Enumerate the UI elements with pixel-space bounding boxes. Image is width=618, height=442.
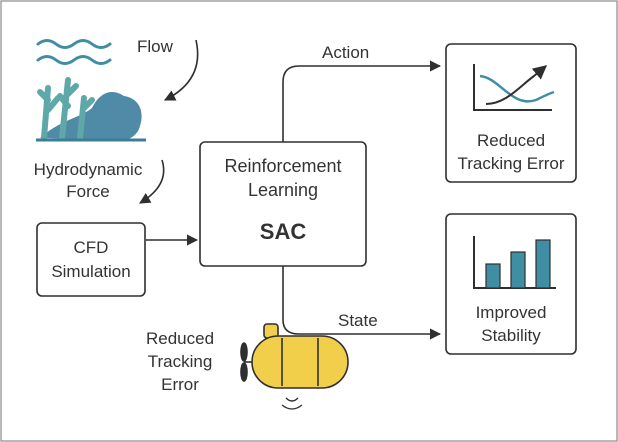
cfd-label-line2: Simulation xyxy=(51,262,130,281)
bar-chart-bar xyxy=(510,251,526,289)
out-bottom-label-line1: Improved xyxy=(476,303,547,322)
bar-chart-bar xyxy=(535,239,551,289)
rl-algorithm-label: SAC xyxy=(260,219,307,244)
hydrodynamic-force-label-line1: Hydrodynamic xyxy=(34,160,143,179)
auv-icon xyxy=(240,323,349,410)
rl-label-line2: Learning xyxy=(248,180,318,200)
auv-label-line1: Reduced xyxy=(146,329,214,348)
flow-label: Flow xyxy=(137,37,174,56)
out-top-label-line2: Tracking Error xyxy=(457,154,564,173)
wave-icon xyxy=(36,39,112,65)
cfd-simulation-box xyxy=(36,222,146,297)
auv-label-line2: Tracking xyxy=(148,352,213,371)
bar-chart-icon xyxy=(473,236,556,289)
force-arrow xyxy=(139,159,165,204)
out-top-label-line1: Reduced xyxy=(477,131,545,150)
cfd-label-line1: CFD xyxy=(74,238,109,257)
out-bottom-label-line2: Stability xyxy=(481,326,541,345)
rl-label-line1: Reinforcement xyxy=(224,156,341,176)
state-label: State xyxy=(338,311,378,330)
line-chart-icon xyxy=(473,64,555,111)
auv-label-line3: Error xyxy=(161,375,199,394)
bar-chart-bar xyxy=(485,263,501,289)
hydrodynamic-force-label-line2: Force xyxy=(66,182,109,201)
action-label: Action xyxy=(322,43,369,62)
bar-chart-axes xyxy=(473,236,556,289)
action-arrow xyxy=(282,60,442,142)
coral-icon xyxy=(36,77,146,142)
flow-arrow xyxy=(163,39,199,101)
state-arrow xyxy=(282,266,442,340)
